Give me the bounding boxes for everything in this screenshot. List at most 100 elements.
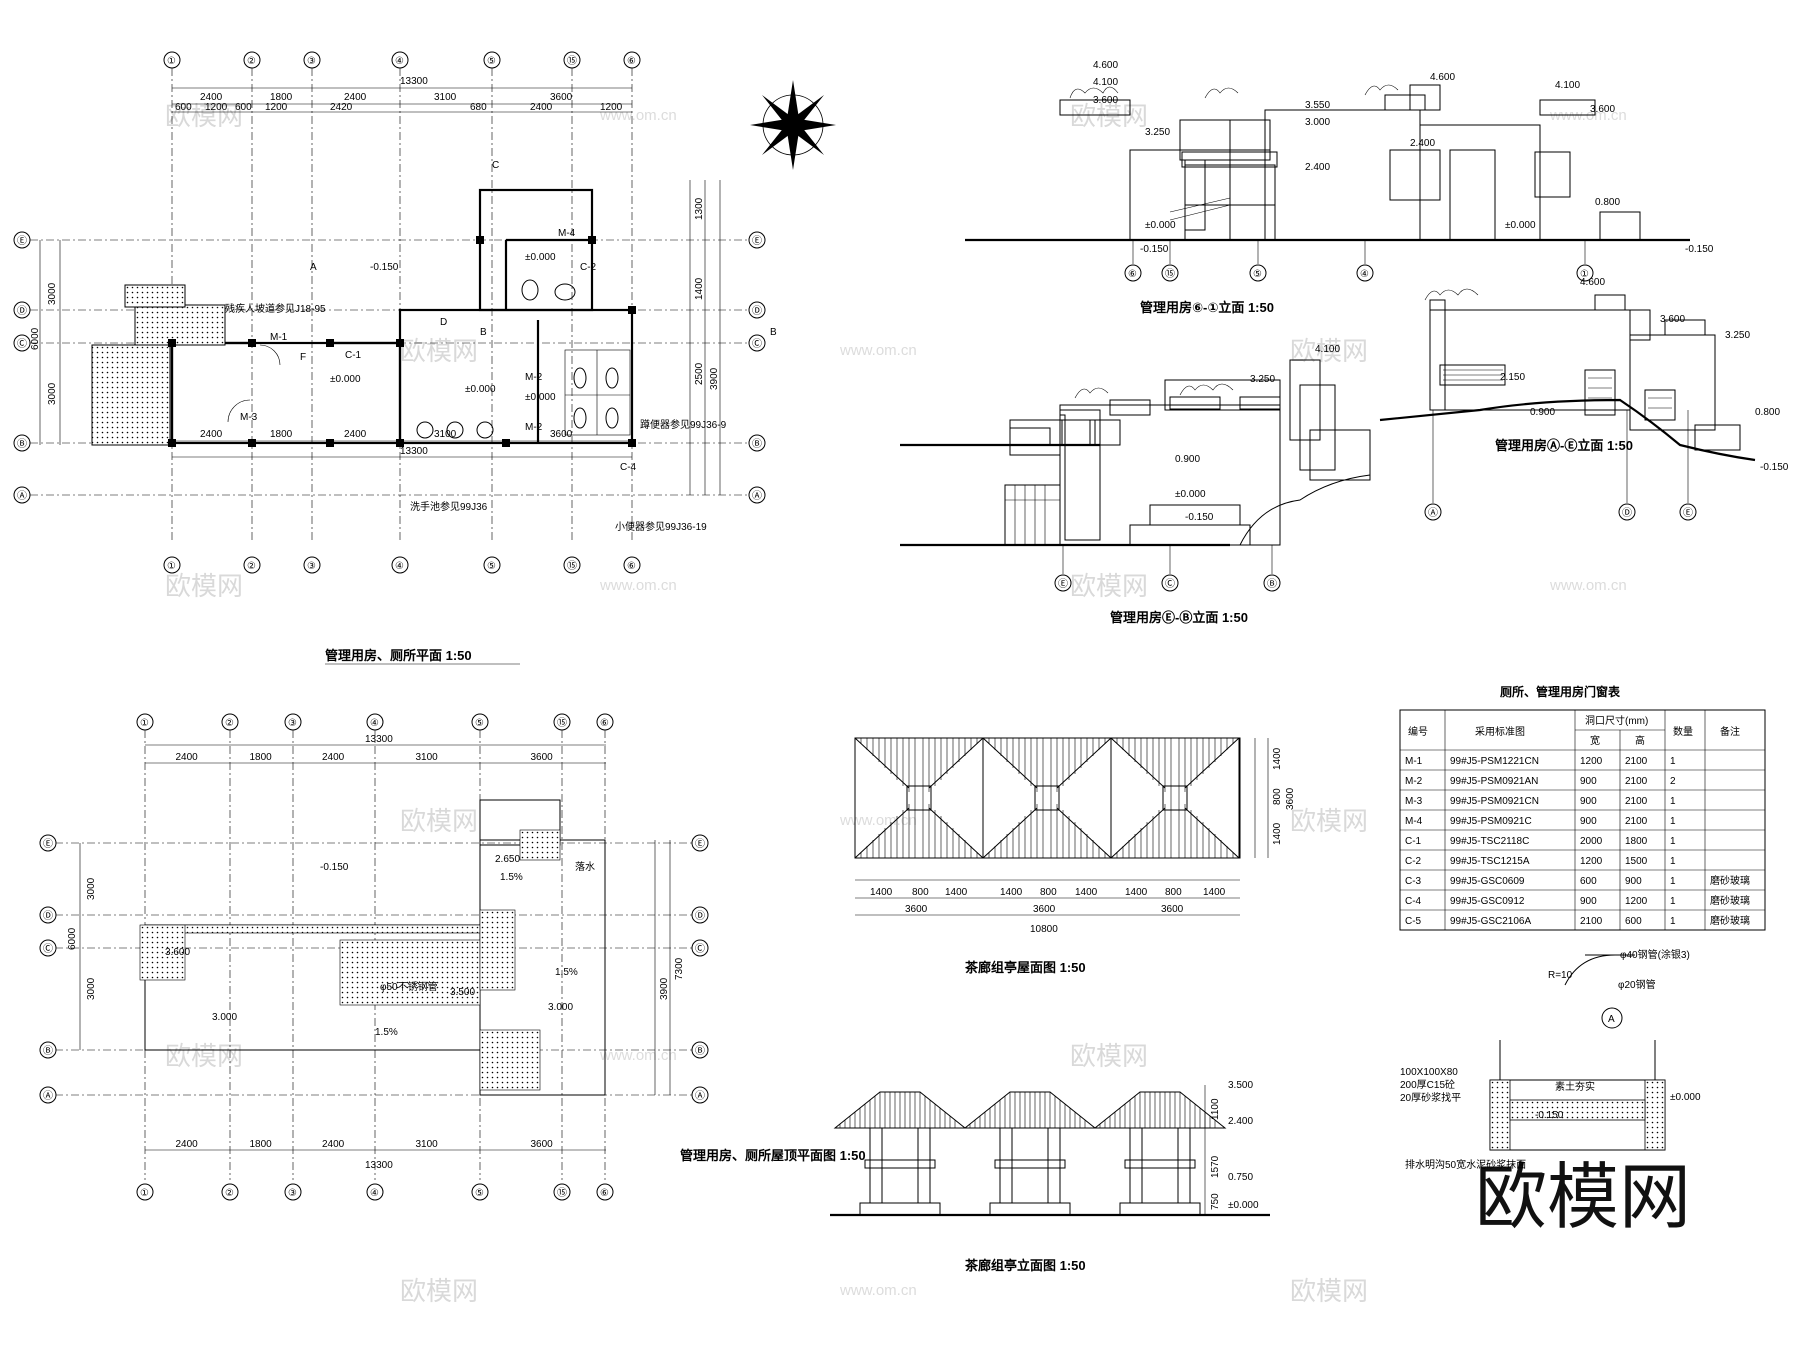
grid-bubble	[596, 713, 614, 731]
dim-subspan: 1200	[265, 102, 288, 113]
dim-span: 3100	[416, 1139, 439, 1150]
pavilion-dim: 1400	[1075, 887, 1098, 898]
pavilion-elevation: 1100 1570 750 3.500 2.400 0.750 ±0.000 茶…	[830, 1080, 1270, 1273]
grid-bubble	[483, 51, 501, 69]
pavilion-base	[989, 1202, 1071, 1216]
dim-right-total: 3900	[709, 367, 720, 390]
pavilion-base	[1119, 1202, 1201, 1216]
table-cell: 磨砂玻璃	[1710, 894, 1750, 907]
ae-level-4600: 4.600	[1580, 277, 1605, 288]
table-cell: 磨砂玻璃	[1710, 914, 1750, 927]
title-elev-a-e: 管理用房Ⓐ-Ⓔ立面 1:50	[1495, 438, 1633, 453]
grid-label: ⑤	[487, 561, 496, 572]
grid-label: ③	[307, 56, 316, 67]
grid-label: ⑮	[567, 55, 577, 67]
pavilion-column	[999, 1127, 1013, 1204]
grid-label: ④	[1360, 269, 1369, 280]
grid-bubble	[136, 1183, 154, 1201]
watermark-logo-big: 欧模网	[1475, 1155, 1691, 1239]
grid-label: Ⓑ	[1267, 578, 1277, 590]
title-floor-plan: 管理用房、厕所平面 1:50	[325, 648, 472, 663]
grid-label: Ⓑ	[695, 1045, 705, 1057]
elev61-level-4600: 4.600	[1093, 60, 1118, 71]
ae-level-neg: -0.150	[1760, 462, 1789, 473]
pavilion-cap	[1162, 785, 1188, 811]
grid-label: ③	[307, 561, 316, 572]
grid-label: ②	[225, 718, 234, 729]
wall	[170, 341, 402, 445]
level-plan-1: -0.150	[370, 262, 399, 273]
grid-bubble	[13, 334, 31, 352]
level-plan-2: ±0.000	[330, 374, 361, 385]
table-cell: 2100	[1625, 796, 1648, 807]
pavilion-span: 3600	[905, 904, 928, 915]
table-cell: 1	[1670, 836, 1676, 847]
dim-span: 2400	[322, 1139, 345, 1150]
grid-label: ⑥	[627, 56, 636, 67]
detail-r: R=10	[1548, 970, 1573, 981]
roof-slope-3: 1.5%	[555, 967, 578, 978]
grid-label: Ⓑ	[43, 1045, 53, 1057]
pavilion-span: 3600	[1033, 904, 1056, 915]
table-cell: 900	[1580, 816, 1597, 827]
grid-bubble	[136, 713, 154, 731]
pavilion-roof-hatch	[854, 737, 1240, 859]
dim-span: 3600	[531, 1139, 554, 1150]
label-b: B	[480, 327, 487, 338]
pavilion-beam	[1124, 1159, 1196, 1169]
watermark: 欧模网	[1290, 337, 1368, 367]
grid-bubble	[39, 906, 57, 924]
grid-bubble	[1054, 574, 1072, 592]
grid-bubble	[39, 834, 57, 852]
grid-bubble	[1424, 503, 1442, 521]
table-subheader: 高	[1635, 734, 1645, 747]
grid-bubble	[39, 1041, 57, 1059]
elev61-level-3250: 3.250	[1145, 127, 1170, 138]
grid-label: Ⓔ	[1058, 578, 1068, 590]
grid-bubble	[691, 834, 709, 852]
elev61-level-2400: 2.400	[1305, 162, 1330, 173]
table-cell: C-5	[1405, 916, 1422, 927]
table-cell: 900	[1580, 776, 1597, 787]
grid-label: Ⓓ	[695, 910, 705, 922]
title-pavilion-elev: 茶廊组亭立面图 1:50	[965, 1258, 1086, 1273]
pavilion-dim-r2: 800	[1272, 788, 1283, 805]
eb-level-0900: 0.900	[1175, 454, 1200, 465]
table-cell: 99#J5-TSC1215A	[1450, 856, 1530, 867]
grid-bubble	[1124, 264, 1142, 282]
dim-subspan: 1200	[205, 102, 228, 113]
table-header: 洞口尺寸(mm)	[1585, 714, 1648, 727]
grid-bubble	[391, 556, 409, 574]
grid-label: Ⓒ	[1165, 578, 1175, 590]
grid-label: Ⓓ	[43, 910, 53, 922]
grid-label: ⑮	[567, 560, 577, 572]
grid-bubble	[163, 556, 181, 574]
roof-slope-1: 1.5%	[500, 872, 523, 883]
grid-label: Ⓒ	[695, 943, 705, 955]
grid-bubble	[563, 51, 581, 69]
grid-label: ⑮	[557, 717, 567, 729]
table-cell: 99#J5-GSC0912	[1450, 896, 1525, 907]
detail-a-mark: A	[1608, 1014, 1615, 1025]
table-cell: 2000	[1580, 836, 1603, 847]
table-cell: 99#J5-PSM0921AN	[1450, 776, 1538, 787]
detail-a: A R=10 φ40钢管(涂银3) φ20钢管 100X100X80 200厚C…	[1400, 948, 1701, 1171]
table-cell: 磨砂玻璃	[1710, 874, 1750, 887]
level-plan-4: ±0.000	[525, 252, 556, 263]
table-cell: 1	[1670, 896, 1676, 907]
table-title: 厕所、管理用房门窗表	[1500, 684, 1621, 699]
grid-bubble	[1576, 264, 1594, 282]
label-m2: M-2	[525, 372, 543, 383]
grid-label: Ⓔ	[752, 235, 762, 247]
pavilion-dim: 800	[1165, 887, 1182, 898]
table-cell: M-3	[1405, 796, 1423, 807]
grid-label: ①	[1580, 269, 1589, 280]
grid-bubble	[483, 556, 501, 574]
watermark: 欧模网	[1290, 1277, 1368, 1307]
table-cell: 2100	[1580, 916, 1603, 927]
grid-label: ⑤	[475, 718, 484, 729]
